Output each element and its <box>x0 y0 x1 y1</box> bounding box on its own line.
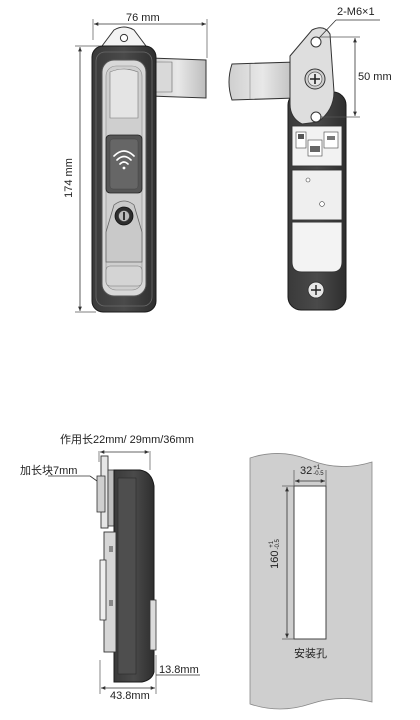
front-view <box>75 19 208 313</box>
cutout-width-tol-upper: +1 <box>313 465 321 472</box>
side-lower-panel <box>291 221 343 273</box>
hole-icon <box>293 485 327 640</box>
profile-throw-label: 作用长22mm/ 29mm/36mm <box>60 434 194 446</box>
side-middle-box <box>291 169 343 221</box>
cutout-caption: 安装孔 <box>294 648 327 660</box>
side-spacing-label: 50 mm <box>358 71 392 83</box>
keyhole-icon <box>114 206 134 226</box>
profile-extension-label: 加长块7mm <box>20 465 78 477</box>
cutout-height-tol-lower: -0.5 <box>275 539 282 550</box>
profile-min-depth-label: 13.8mm <box>159 664 199 676</box>
screw-head-icon <box>304 68 326 90</box>
profile-depth-label: 43.8mm <box>110 690 150 702</box>
side-hole-label: 2-M6×1 <box>337 6 375 18</box>
cutout-width-tol-lower: -0.5 <box>313 471 324 478</box>
side-handle-arm <box>228 61 297 101</box>
cutout-width-label: 32 <box>300 465 313 477</box>
cutout-height-label: 160 <box>268 550 281 569</box>
cutout-height-label-group: 160+1-0.5 <box>269 529 281 579</box>
screw-head-icon <box>307 281 325 299</box>
side-hole-leader <box>318 19 337 39</box>
profile-view <box>48 450 200 694</box>
side-view <box>228 19 380 311</box>
front-height-label: 174 mm <box>63 158 75 198</box>
front-width-label: 76 mm <box>126 12 160 24</box>
cutout-view <box>249 453 373 710</box>
wifi-icon <box>113 150 135 170</box>
cutout-width-label-group: 32+1-0.5 <box>300 465 324 477</box>
